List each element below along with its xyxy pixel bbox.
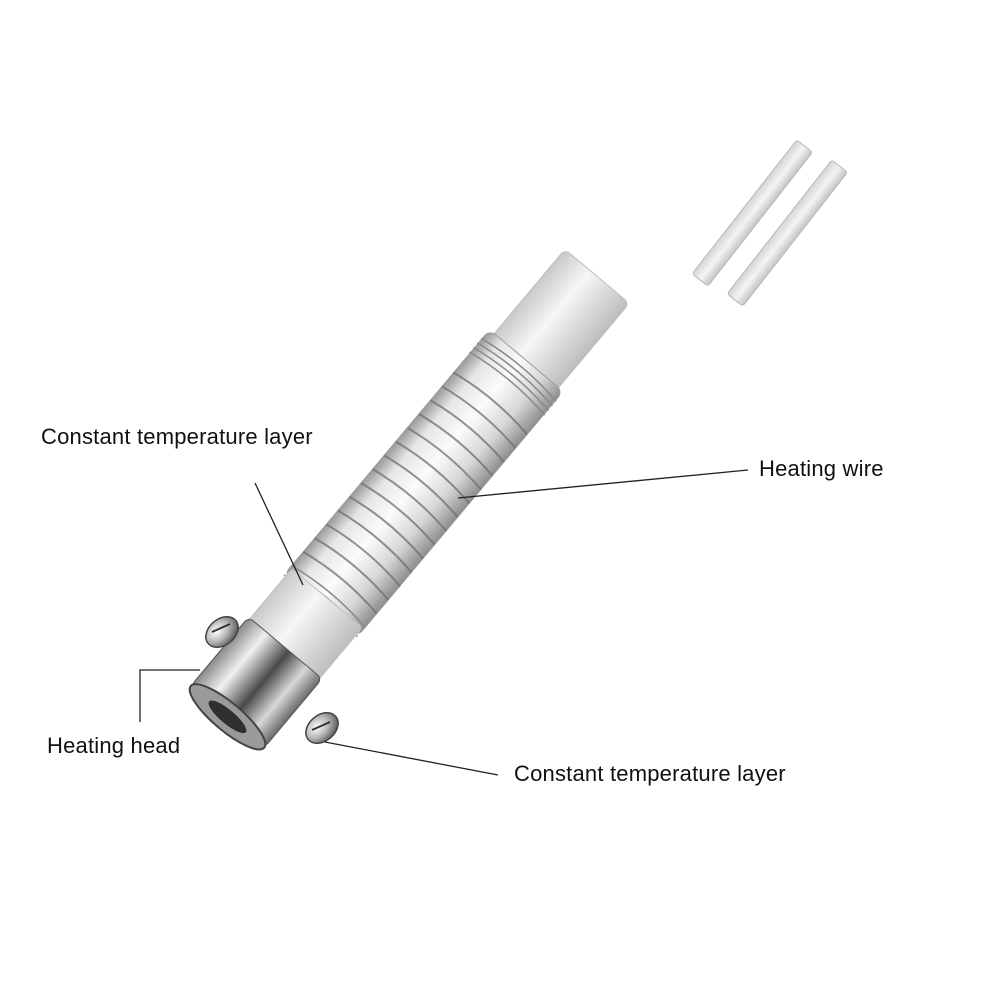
top-screw xyxy=(205,615,239,649)
leader-constant-temperature-bottom xyxy=(324,741,499,776)
leader-heating-wire xyxy=(457,469,749,499)
bottom-screw xyxy=(305,711,339,745)
label-heating-head: Heating head xyxy=(47,733,181,758)
leader-constant-temperature-top xyxy=(254,482,304,586)
label-constant-temperature-layer-bottom: Constant temperature layer xyxy=(514,761,786,786)
leader-lines xyxy=(139,469,749,776)
leader-heating-head xyxy=(139,669,200,722)
heating-element-body xyxy=(188,251,628,751)
label-heating-wire: Heating wire xyxy=(759,456,884,481)
lead-wires xyxy=(692,140,847,306)
label-constant-temperature-layer-top: Constant temperature layer xyxy=(41,424,313,449)
